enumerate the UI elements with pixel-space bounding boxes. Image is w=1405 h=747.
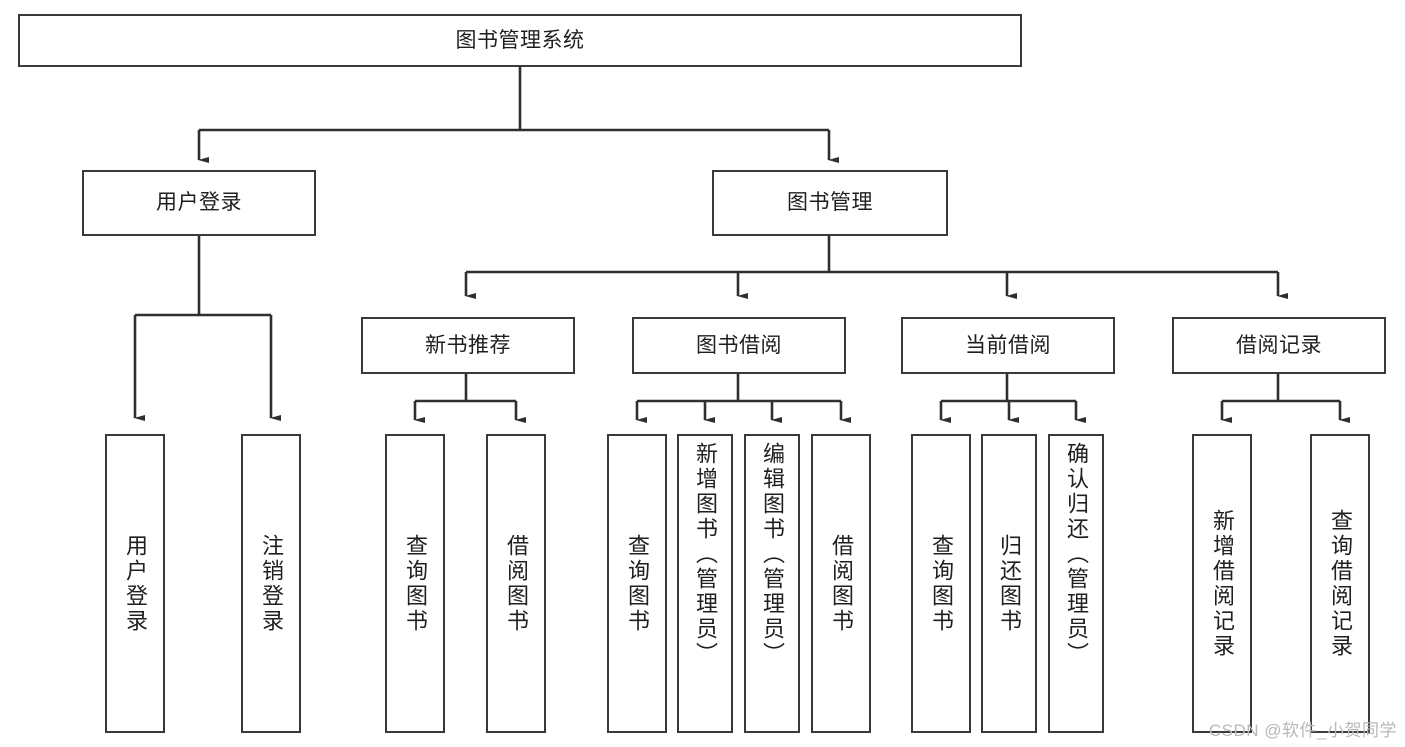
node-book-borrowing[interactable]: 图书借阅 [632, 317, 846, 374]
node-label: 当前借阅 [965, 333, 1051, 357]
node-label: 图书借阅 [696, 333, 782, 357]
node-label: 借阅图书 [504, 533, 529, 634]
leaf-logout[interactable]: 注销登录 [241, 434, 301, 733]
node-label: 图书管理 [787, 191, 873, 215]
node-label: 编辑图书（管理员） [760, 442, 785, 667]
leaf-query-borrowing-record[interactable]: 查询借阅记录 [1310, 434, 1370, 733]
node-label: 注销登录 [259, 533, 284, 634]
node-label: 借阅图书 [829, 533, 854, 634]
node-label: 查询图书 [929, 533, 954, 634]
leaf-add-borrowing-record[interactable]: 新增借阅记录 [1192, 434, 1252, 733]
node-root-book-management-system[interactable]: 图书管理系统 [18, 14, 1022, 67]
leaf-borrow-books-recommendation[interactable]: 借阅图书 [486, 434, 546, 733]
leaf-user-login[interactable]: 用户登录 [105, 434, 165, 733]
node-label: 查询图书 [625, 533, 650, 634]
leaf-borrow-books-borrowing[interactable]: 借阅图书 [811, 434, 871, 733]
node-label: 借阅记录 [1236, 333, 1322, 357]
node-label: 查询图书 [403, 533, 428, 634]
node-label: 确认归还（管理员） [1064, 442, 1089, 667]
node-borrowing-records[interactable]: 借阅记录 [1172, 317, 1386, 374]
watermark-text: CSDN @软件_小贺同学 [1208, 721, 1397, 740]
node-label: 用户登录 [156, 191, 242, 215]
node-label: 查询借阅记录 [1328, 508, 1353, 659]
node-current-borrowing[interactable]: 当前借阅 [901, 317, 1115, 374]
leaf-confirm-return-admin[interactable]: 确认归还（管理员） [1048, 434, 1104, 733]
node-new-book-recommendation[interactable]: 新书推荐 [361, 317, 575, 374]
leaf-return-books[interactable]: 归还图书 [981, 434, 1037, 733]
node-label: 用户登录 [123, 533, 148, 634]
leaf-query-books-borrowing[interactable]: 查询图书 [607, 434, 667, 733]
node-label: 新增图书（管理员） [693, 442, 718, 667]
node-book-management[interactable]: 图书管理 [712, 170, 948, 236]
leaf-edit-book-admin[interactable]: 编辑图书（管理员） [744, 434, 800, 733]
leaf-query-books-recommendation[interactable]: 查询图书 [385, 434, 445, 733]
node-user-login[interactable]: 用户登录 [82, 170, 316, 236]
node-label: 新增借阅记录 [1210, 508, 1235, 659]
node-label: 新书推荐 [425, 333, 511, 357]
node-label: 图书管理系统 [455, 28, 585, 52]
leaf-query-books-current[interactable]: 查询图书 [911, 434, 971, 733]
node-label: 归还图书 [997, 533, 1022, 634]
leaf-add-book-admin[interactable]: 新增图书（管理员） [677, 434, 733, 733]
